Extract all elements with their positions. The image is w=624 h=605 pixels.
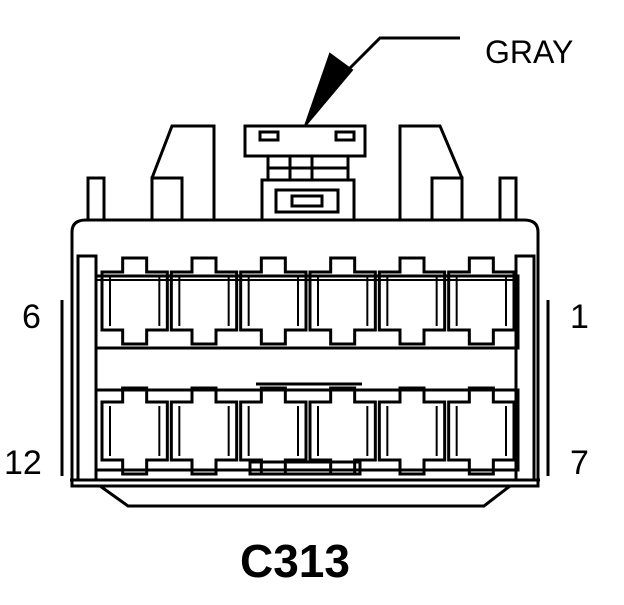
callout-arrow	[304, 36, 460, 127]
pin-number-label: 7	[570, 444, 589, 482]
terminal-cavity	[308, 256, 377, 346]
terminal-cavity	[447, 386, 516, 476]
connector-id-label: C313	[240, 535, 350, 587]
cavity-row-upper	[94, 256, 520, 350]
terminal-cavity	[377, 256, 447, 346]
connector-side-posts	[86, 176, 518, 220]
terminal-cavity	[169, 386, 239, 476]
terminal-cavity	[377, 386, 447, 476]
pin-number-label: 6	[22, 298, 41, 336]
terminal-cavity	[169, 256, 239, 346]
cavity-row-lower	[94, 382, 520, 476]
pin-number-label: 12	[4, 444, 42, 482]
connector-latch	[243, 124, 367, 222]
connector-body	[60, 218, 550, 508]
pin-number-label: 1	[570, 298, 589, 336]
wire-color-label: GRAY	[485, 34, 574, 70]
terminal-cavity	[239, 256, 308, 346]
terminal-cavity	[100, 386, 169, 476]
terminal-cavity	[100, 256, 169, 346]
terminal-cavity	[447, 256, 516, 346]
